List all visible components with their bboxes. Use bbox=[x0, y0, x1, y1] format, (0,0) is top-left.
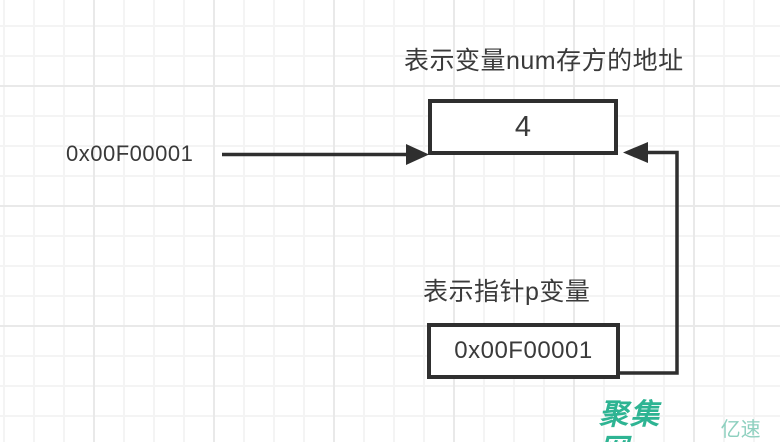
yisu-brand-text: 亿速云 bbox=[720, 418, 761, 441]
watermark: 聚集网 亿速云 bbox=[599, 398, 780, 442]
pointer-value-box: 0x00F00001 bbox=[427, 323, 620, 379]
address-text: 0x00F00001 bbox=[66, 141, 194, 166]
pointer-to-num-arrow bbox=[620, 142, 679, 375]
num-address-caption: 表示变量num存方的地址 bbox=[404, 47, 684, 75]
num-value-box: 4 bbox=[428, 99, 618, 155]
juji-site-logo-text: 聚集网 bbox=[599, 399, 662, 442]
address-to-num-arrow bbox=[222, 144, 429, 165]
pointer-caption: 表示指针p变量 bbox=[423, 278, 591, 306]
num-value: 4 bbox=[514, 110, 532, 143]
pointer-value: 0x00F00001 bbox=[454, 337, 593, 364]
